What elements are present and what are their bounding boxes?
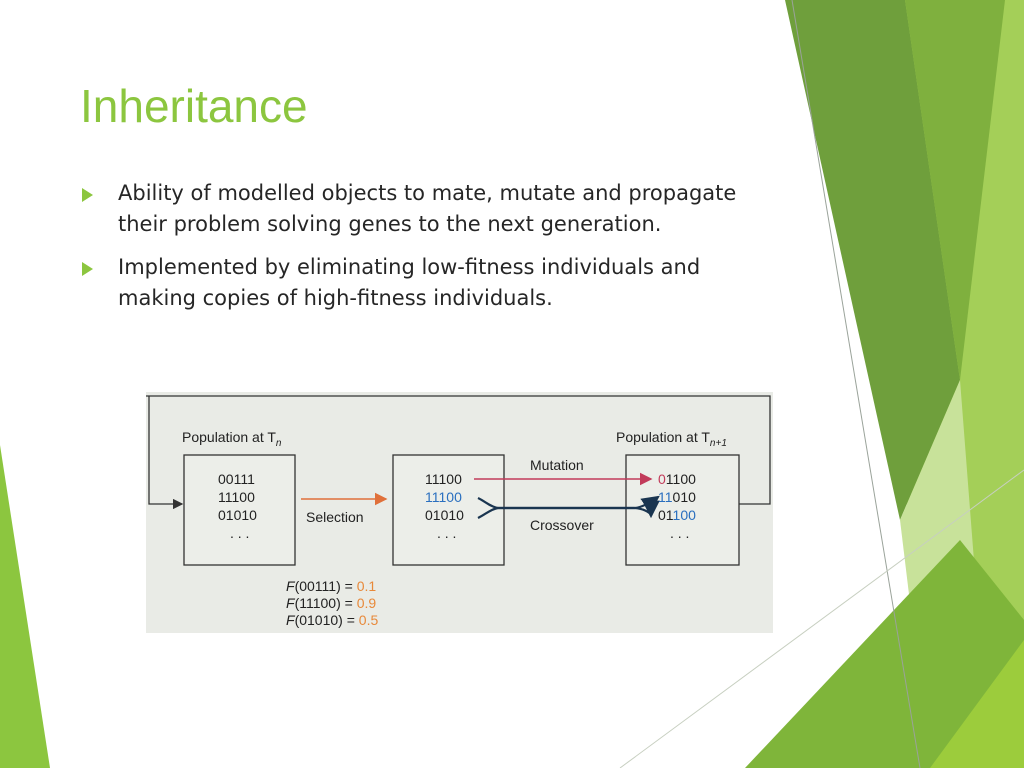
chromosome: 11010	[658, 489, 696, 505]
bullet-text: Ability of modelled objects to mate, mut…	[118, 181, 737, 236]
chromosome: 11100	[425, 489, 462, 505]
ellipsis: . . .	[230, 525, 250, 541]
genetic-algorithm-figure: Population at Tn Population at Tn+1 0011…	[146, 392, 773, 633]
chromosome: 11100	[425, 471, 462, 487]
fitness-line: F(11100) = 0.9	[286, 595, 377, 611]
mutation-label: Mutation	[530, 457, 584, 473]
deco-bottom-right-panel	[745, 540, 1024, 768]
bullet-text: Implemented by eliminating low-fitness i…	[118, 255, 701, 310]
deco-thin-line-2	[619, 469, 1024, 768]
population-tn-list: 00111 11100 01010 . . .	[218, 470, 257, 542]
triangle-right-icon	[82, 188, 93, 202]
feedback-loop-arrow	[146, 395, 771, 505]
chromosome: 01010	[425, 507, 464, 523]
population-tn-box	[183, 454, 296, 566]
deco-right-dark-panel	[785, 0, 960, 520]
chromosome: 01100	[658, 507, 696, 523]
chromosome: 00111	[218, 471, 255, 487]
population-tn1-label: Population at Tn+1	[616, 429, 727, 449]
fitness-values: F(00111) = 0.1 F(11100) = 0.9 F(01010) =…	[286, 578, 378, 629]
feedback-loop-arrow-left	[148, 396, 184, 510]
slide-title: Inheritance	[80, 80, 308, 132]
triangle-right-icon	[82, 262, 93, 276]
deco-right-mid-panel	[905, 0, 1005, 380]
fitness-line: F(01010) = 0.5	[286, 612, 379, 628]
ellipsis: . . .	[670, 525, 690, 541]
selection-label: Selection	[306, 509, 364, 525]
bullet-item: Ability of modelled objects to mate, mut…	[80, 178, 770, 240]
population-tn1-list: 01100 11010 01100 . . .	[658, 470, 696, 542]
deco-thin-line-1	[791, 0, 921, 768]
figure-graphics	[146, 395, 771, 566]
intermediate-box	[392, 454, 505, 566]
chromosome: 01100	[658, 471, 696, 487]
population-tn-label: Population at Tn	[182, 429, 282, 449]
intermediate-list: 11100 11100 01010 . . .	[425, 470, 464, 542]
deco-left-panel	[0, 445, 50, 768]
bullet-list: Ability of modelled objects to mate, mut…	[80, 178, 770, 326]
chromosome: 11100	[218, 489, 255, 505]
crossover-label: Crossover	[530, 517, 594, 533]
crossover-arrow-lower	[477, 500, 660, 519]
chromosome: 01010	[218, 507, 257, 523]
fitness-line: F(00111) = 0.1	[286, 578, 377, 594]
ellipsis: . . .	[437, 525, 457, 541]
bullet-item: Implemented by eliminating low-fitness i…	[80, 252, 770, 314]
deco-bottom-right-highlight	[930, 640, 1024, 768]
